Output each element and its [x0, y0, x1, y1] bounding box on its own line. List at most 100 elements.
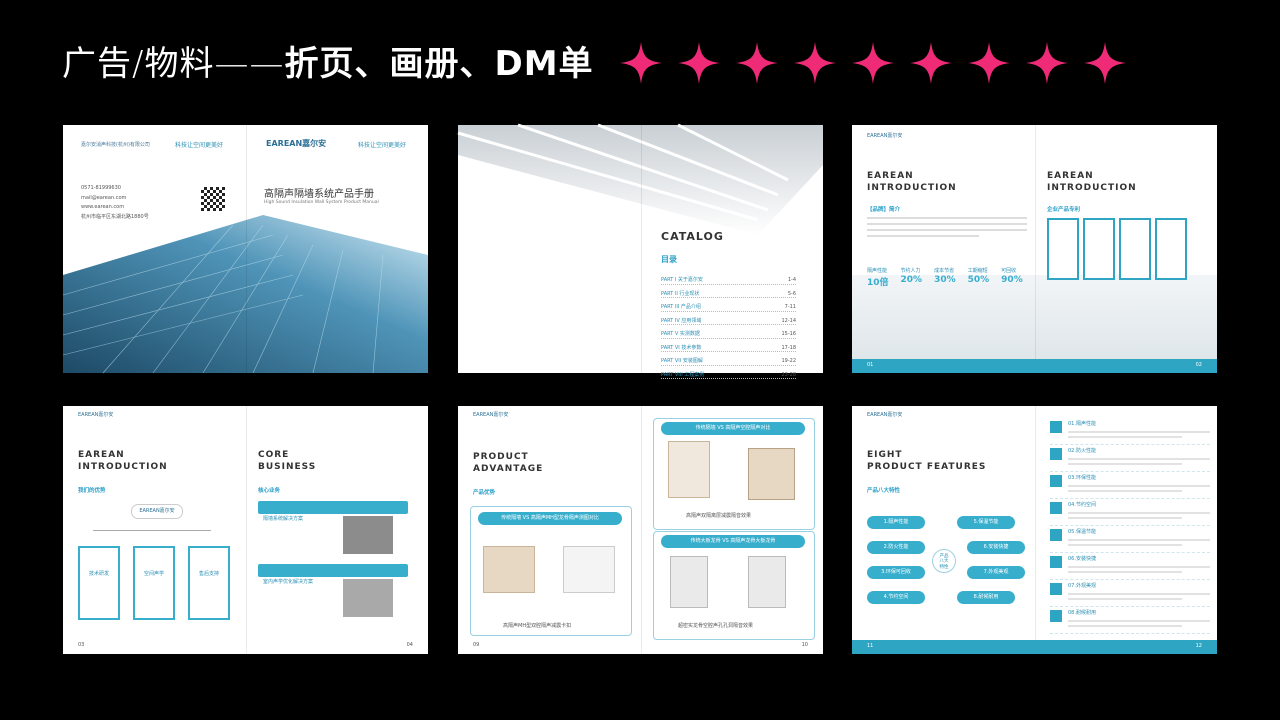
intro-heading-right: EAREAN INTRODUCTION — [1047, 171, 1137, 193]
feature-icon — [1050, 529, 1062, 541]
advantage-card-3: 售后支持 — [188, 546, 230, 620]
comparison-panel-2 — [653, 418, 815, 530]
feature-list-title: 05.保温节能 — [1068, 529, 1096, 535]
star-icon — [1084, 42, 1126, 84]
toc-part: PART VII 安装图解 — [661, 358, 703, 364]
features-sub: 产品八大特性 — [867, 488, 901, 494]
toc-title: 目录 — [661, 255, 677, 264]
title-items: 折页、画册、DM单 — [284, 44, 594, 84]
feature-icon — [1050, 448, 1062, 460]
feature-icon — [1050, 583, 1062, 595]
business-bar-1 — [258, 501, 408, 514]
slogan-right: 科技让空间更美好 — [358, 142, 407, 149]
toc-page: 19-22 — [781, 358, 796, 364]
product-advantage-sub: 产品优势 — [473, 490, 496, 496]
toc-page: 7-11 — [784, 304, 796, 310]
toc-page: 15-16 — [781, 331, 796, 337]
business-bar-2 — [258, 564, 408, 577]
feature-pill: 3.环保可回收 — [867, 566, 925, 579]
spread-cover: 嘉尔安消声科技(杭州)有限公司 科技让空间更美好 EAREAN嘉尔安 科技让空间… — [62, 125, 428, 374]
business-title-2: 室内声学优化解决方案 — [263, 579, 314, 585]
stat-label: 节约人力 — [900, 268, 921, 274]
stat-label: 可回收 — [1001, 268, 1017, 274]
page-number-left: 11 — [867, 643, 874, 649]
advantage-card-1: 技术研发 — [78, 546, 120, 620]
advantage-heading: EAREAN INTRODUCTION — [78, 450, 168, 472]
features-heading: EIGHT PRODUCT FEATURES — [867, 450, 987, 472]
patent-title: 企业产品专利 — [1047, 207, 1081, 213]
stat-value: 90% — [1001, 274, 1023, 285]
footer-bar: 01 02 — [852, 359, 1217, 373]
toc-row: PART V 实测数据 15-16 — [661, 325, 796, 339]
feature-pill: 5.保温节能 — [957, 516, 1015, 529]
page-number-right: 02 — [1195, 362, 1202, 368]
core-business-sub: 核心业务 — [258, 488, 281, 494]
feature-list-item: 01.隔声性能 — [1050, 418, 1210, 445]
toc-part: PART VIII 工程案例 — [661, 371, 705, 378]
feature-list-item: 02.防火性能 — [1050, 445, 1210, 472]
feature-list-item: 04.节约空间 — [1050, 499, 1210, 526]
spread-product-advantage: EAREAN嘉尔安 PRODUCT ADVANTAGE 产品优势 传统隔墙 VS… — [458, 406, 823, 654]
toc-part: PART IV 应用领域 — [661, 317, 702, 324]
star-icon — [736, 42, 778, 84]
spread-introduction: EAREAN嘉尔安 EAREAN INTRODUCTION 【品牌】简介 隔声性… — [852, 125, 1217, 373]
business-title-1: 隔墙系统解决方案 — [263, 516, 304, 522]
comparison-foot-3: 超密实龙骨空腔声孔孔洞隔音效果 — [678, 623, 754, 629]
address-text: 杭州市临平区东湖北路1880号 — [81, 213, 149, 220]
toc-part: PART III 产品介绍 — [661, 304, 701, 310]
architecture-image — [457, 123, 823, 235]
comparison-panel-1 — [470, 506, 632, 636]
intro-paragraph — [867, 217, 1027, 237]
qr-code — [201, 187, 225, 211]
corridor-image — [852, 275, 1217, 359]
features-center: 产品 八大 特性 — [932, 549, 956, 573]
wall-diagram-4 — [748, 448, 795, 500]
brand-logo: EAREAN嘉尔安 — [867, 133, 903, 139]
cover-subtitle: High Sound Insulation Wall System Produc… — [264, 200, 379, 205]
spread-advantages: EAREAN嘉尔安 EAREAN INTRODUCTION 我们的优势 EARE… — [63, 406, 428, 654]
toc-part: PART I 关于嘉尔安 — [661, 277, 703, 283]
star-icon — [1026, 42, 1068, 84]
feature-list-title: 06.安装快捷 — [1068, 556, 1096, 562]
feature-list-item: 08.耐候耐用 — [1050, 607, 1210, 634]
cover-title: 高隔声隔墙系统产品手册 — [264, 189, 374, 200]
stat-label: 成本节省 — [934, 268, 955, 274]
page-number-right: 12 — [1195, 643, 1202, 649]
star-icon — [852, 42, 894, 84]
star-icon — [678, 42, 720, 84]
intro-sub-left: 【品牌】简介 — [867, 207, 901, 213]
product-advantage-heading: PRODUCT ADVANTAGE — [473, 452, 544, 474]
feature-pill: 6.安装快捷 — [967, 541, 1025, 554]
toc-row: PART IV 应用领域 12-14 — [661, 312, 796, 325]
star-row — [618, 40, 1128, 86]
feature-list-item: 06.安装快捷 — [1050, 553, 1210, 580]
feature-pill: 1.隔声性能 — [867, 516, 925, 529]
stat-value: 20% — [900, 274, 923, 285]
feature-list-title: 03.环保性能 — [1068, 475, 1096, 481]
toc-part: PART V 实测数据 — [661, 331, 700, 337]
stat-label: 隔声性能 — [867, 268, 888, 274]
contact-list: 0571-81999630 mail@earean.com www.earean… — [81, 185, 149, 220]
website-text: www.earean.com — [81, 204, 125, 210]
comparison-panel-3 — [653, 531, 815, 640]
feature-icon — [1050, 502, 1062, 514]
toc-part: PART VI 技术参数 — [661, 344, 702, 351]
feature-list-title: 07.外观美观 — [1068, 583, 1096, 589]
business-photo-1 — [343, 516, 393, 554]
wall-diagram-5 — [670, 556, 708, 608]
advantage-card-2: 空间声学 — [133, 546, 175, 620]
banner-title: 广告/物料——折页、画册、DM单 — [62, 36, 594, 85]
feature-icon — [1050, 610, 1062, 622]
toc-page: 12-14 — [781, 317, 796, 324]
core-business-heading: CORE BUSINESS — [258, 450, 317, 472]
patent-certificates — [1047, 218, 1187, 280]
page-number-left: 01 — [867, 362, 874, 368]
comparison-title-2: 传统隔墙 VS 高隔声空腔隔声对比 — [661, 422, 805, 435]
comparison-foot-2: 高隔声双隔离层减震隔音效果 — [686, 513, 752, 519]
comparison-foot-1: 高隔声MH型双腔隔声减震卡扣 — [503, 623, 572, 629]
